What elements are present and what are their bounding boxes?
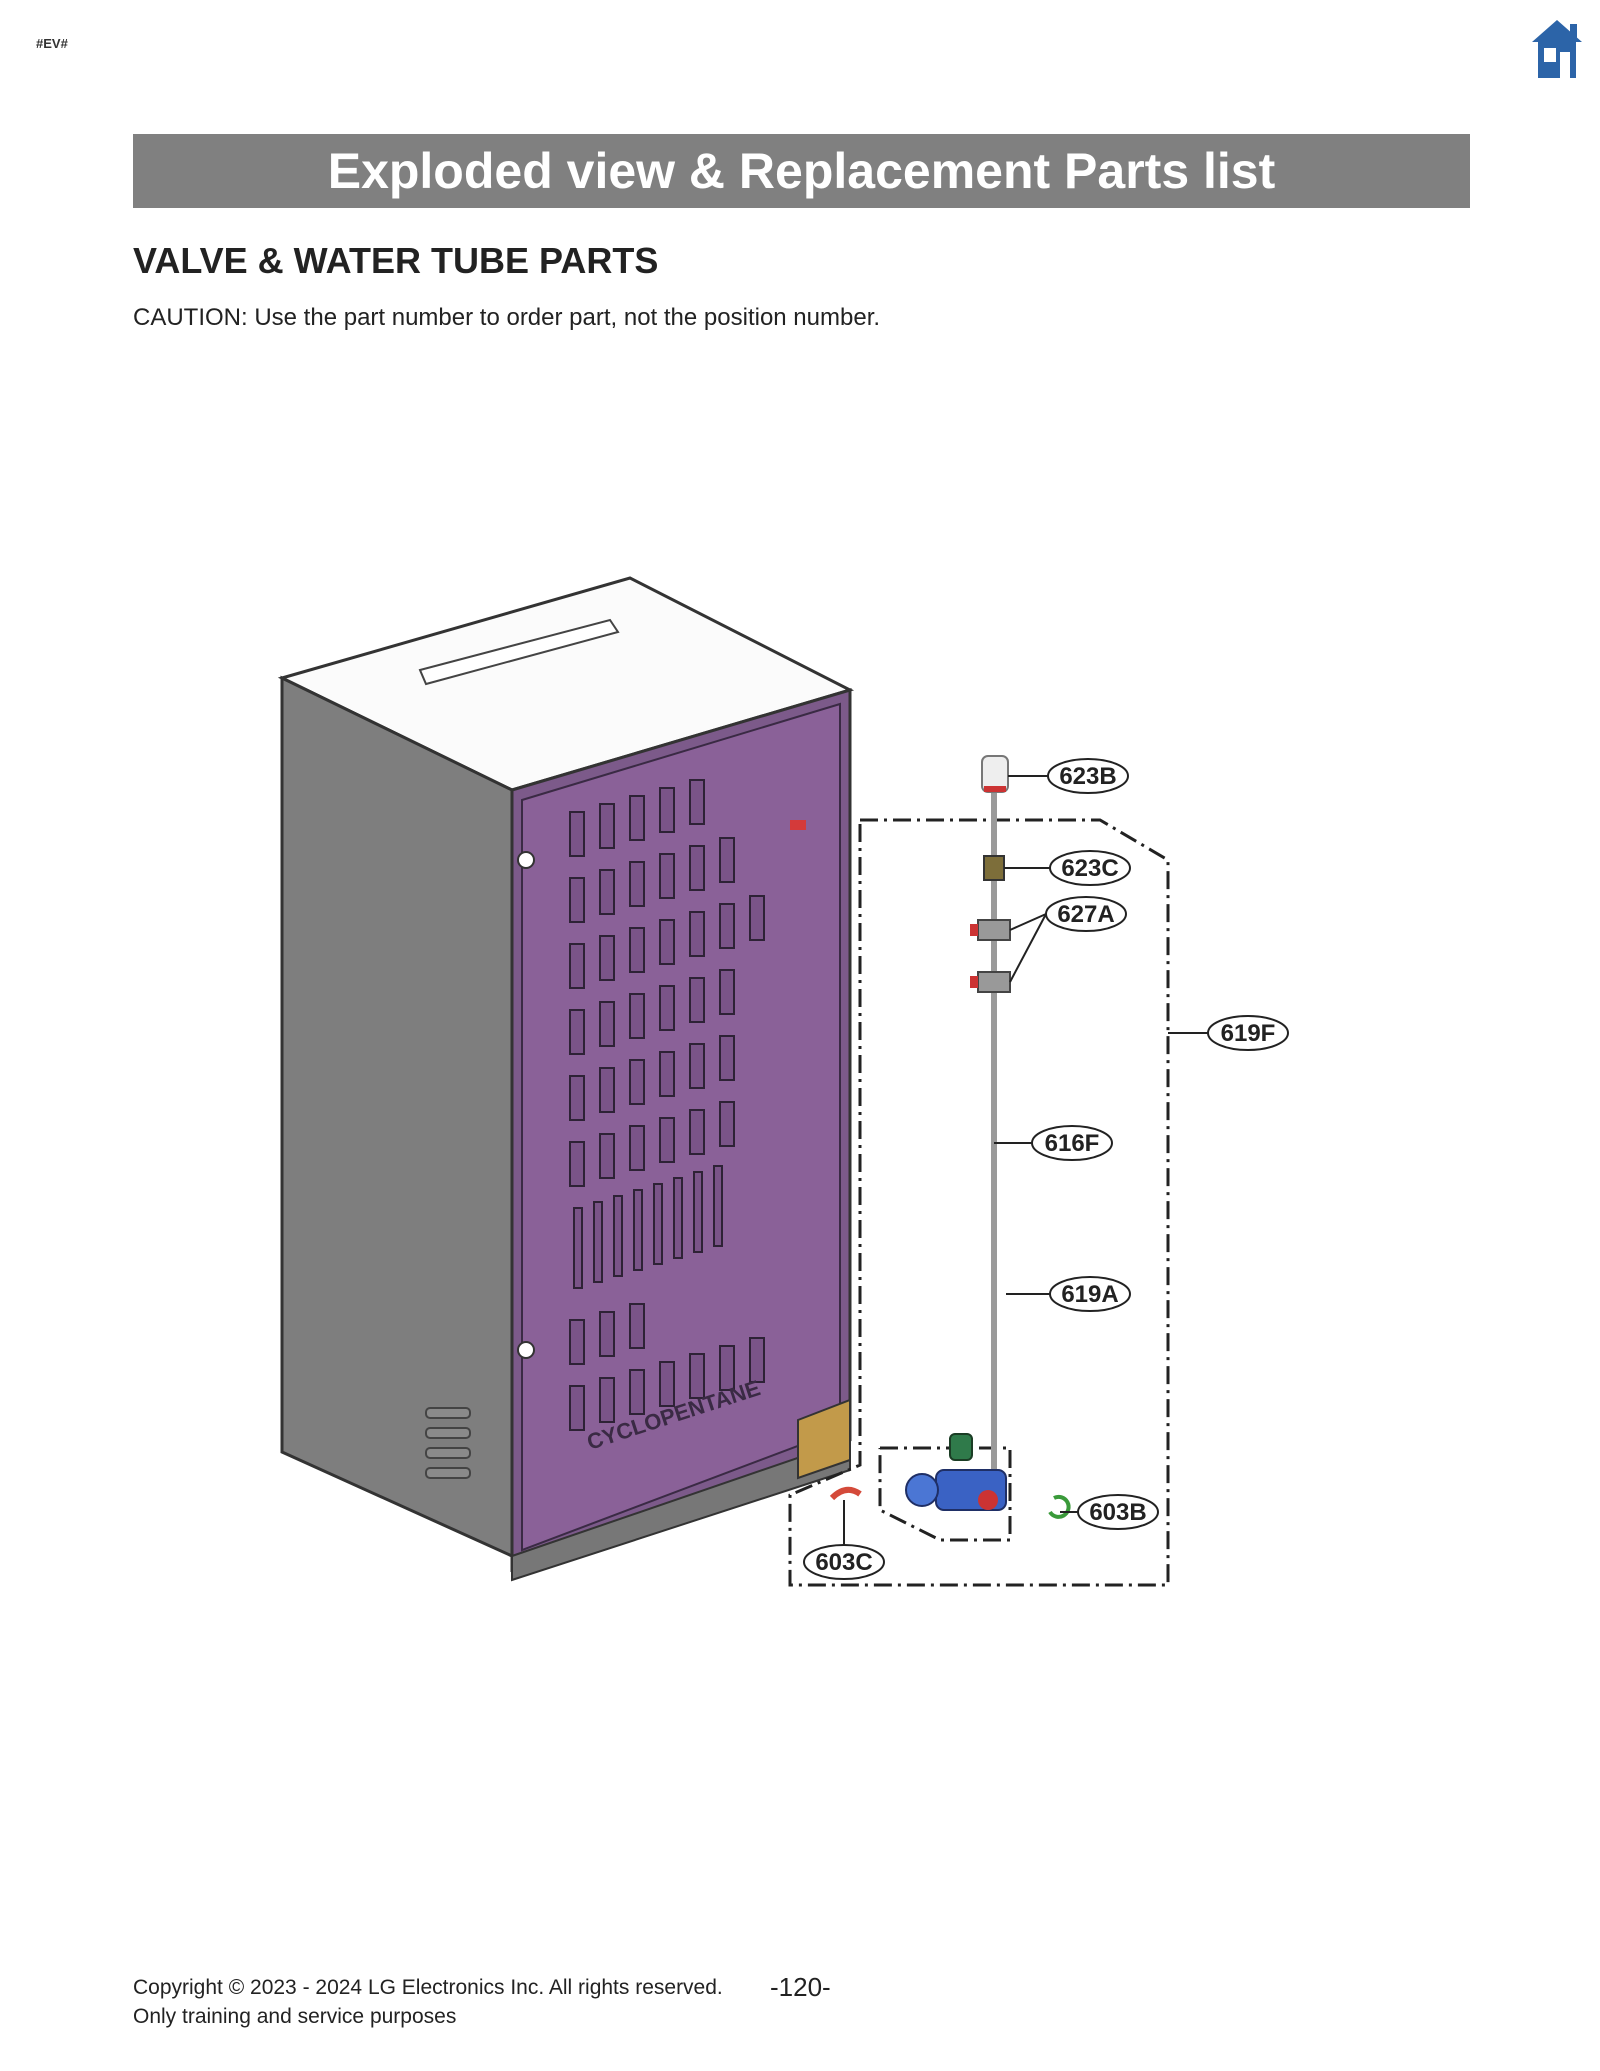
home-icon[interactable] (1530, 18, 1584, 80)
purpose-text: Only training and service purposes (133, 2005, 457, 2028)
callout-619A: 619A (1061, 1281, 1118, 1308)
document-tag: #EV# (36, 36, 68, 51)
clip-603C (829, 1486, 862, 1501)
callout-619F: 619F (1221, 1020, 1276, 1047)
page-number: -120- (770, 1972, 831, 2002)
water-valve-619A (905, 1433, 1007, 1511)
callout-603B: 603B (1089, 1499, 1146, 1526)
caution-note: CAUTION: Use the part number to order pa… (133, 304, 881, 331)
copyright-text: Copyright © 2023 - 2024 LG Electronics I… (133, 1976, 723, 1999)
callout-623C: 623C (1061, 855, 1118, 882)
callout-603C: 603C (815, 1549, 872, 1576)
callout-627A: 627A (1057, 901, 1114, 928)
callout-623B: 623B (1059, 763, 1116, 790)
banner-title: Exploded view & Replacement Parts list (327, 143, 1276, 199)
section-title: VALVE & WATER TUBE PARTS (133, 240, 659, 281)
clip-603B (1048, 1494, 1071, 1519)
back-panel-slots (569, 779, 765, 1431)
side-vents (425, 1407, 471, 1479)
callout-616F: 616F (1045, 1130, 1100, 1157)
page-banner: Exploded view & Replacement Parts list (133, 134, 1470, 208)
group-outline-619F (788, 818, 1170, 1587)
exploded-view-diagram: CYCLOPENTANE (250, 560, 1330, 1620)
